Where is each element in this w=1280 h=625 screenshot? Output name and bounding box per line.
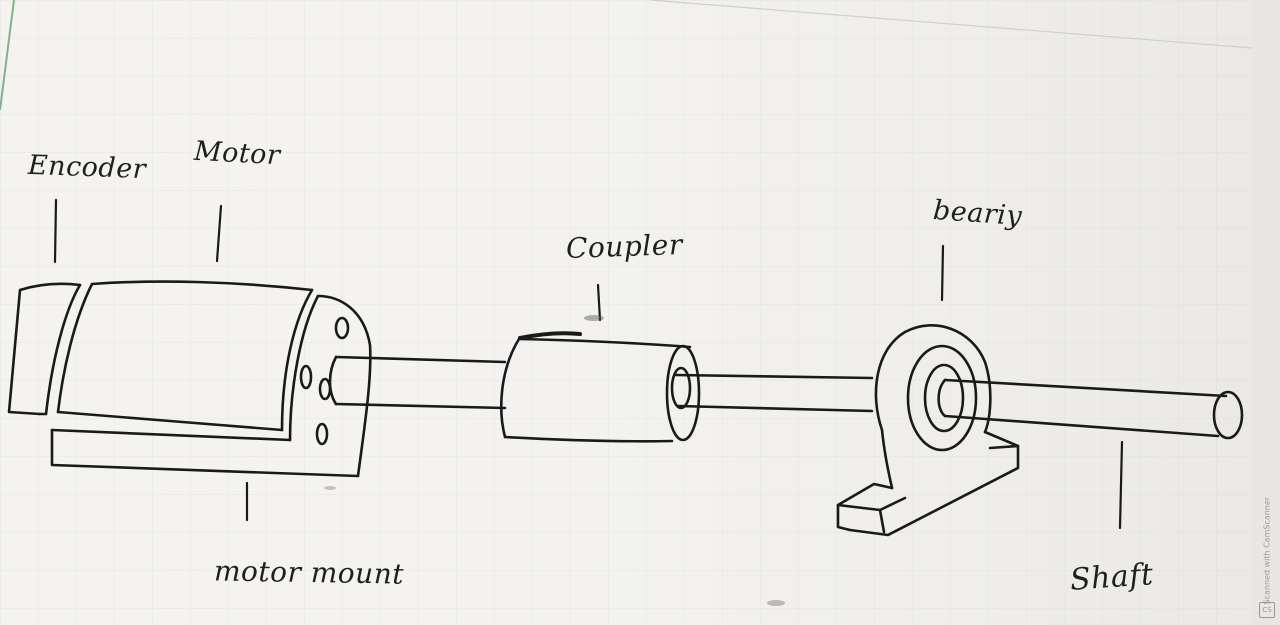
label-motor-mount: motor mount [213,554,405,591]
leader-lines [53,198,1124,530]
graphite-smudges [324,315,785,606]
motor-shaft [328,355,507,410]
camscanner-logo-icon: CS [1259,602,1275,618]
output-shaft-right [937,378,1244,440]
motor-mount-plate [50,294,372,478]
coupler-body [500,331,701,443]
scanner-watermark: Scanned with CamScanner CS [1257,490,1277,620]
watermark-text: Scanned with CamScanner [1262,496,1272,605]
bearing-block [836,324,1020,537]
motor-body [56,280,314,432]
label-coupler: Coupler [565,227,684,266]
label-motor: Motor [193,135,282,172]
label-shaft: Shaft [1068,557,1155,598]
output-shaft-left [674,373,874,413]
label-encoder: Encoder [27,149,147,186]
encoder-disk [7,282,82,416]
label-bearing: beariy [932,194,1024,233]
